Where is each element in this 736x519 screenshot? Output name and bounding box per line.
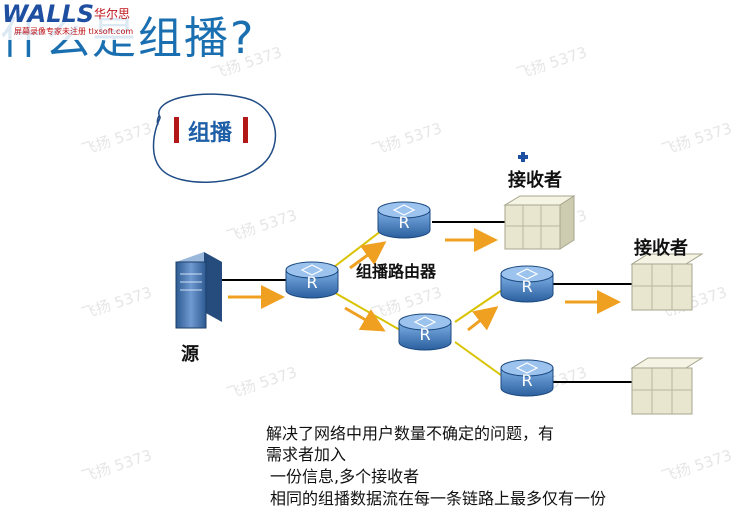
link-router-mr — [329, 227, 386, 271]
logo-sub-cn: 华尔思 — [94, 6, 130, 21]
description-line: 一份信息,多个接收者 — [270, 467, 420, 486]
flow-arrow — [467, 306, 499, 332]
receiver-top-label: 接收者 — [508, 170, 562, 191]
router-multicast: R — [377, 201, 431, 239]
router-middle: R — [398, 313, 452, 351]
receiver-top — [503, 195, 576, 250]
logo-sub-line: 屏幕录像专家未注册 tlxsoft.com — [14, 26, 133, 36]
callout-bar-left — [174, 117, 179, 143]
router-letter: R — [419, 325, 430, 344]
flow-arrow — [344, 306, 386, 332]
router-letter: R — [521, 277, 532, 296]
callout-bar-right — [243, 117, 248, 143]
flow-arrow — [349, 241, 387, 270]
link-router-r3 — [329, 289, 401, 331]
router-right-top: R — [500, 265, 554, 303]
link-r3-r5 — [454, 341, 506, 379]
plus-icon — [518, 152, 528, 162]
description-line: 相同的组播数据流在每一条链路上最多仅有一份 — [270, 489, 607, 508]
callout-ellipse — [152, 93, 277, 183]
router-letter: R — [306, 273, 317, 292]
router-letter: R — [398, 213, 409, 232]
receiver-bottom — [630, 357, 704, 415]
link-r3-r4 — [454, 287, 506, 323]
receiver-right-label: 接收者 — [634, 238, 688, 259]
router-right-bottom: R — [500, 359, 554, 397]
source-label: 源 — [181, 344, 199, 365]
multicast-router-label: 组播路由器 — [356, 262, 437, 281]
router-source: R — [285, 261, 339, 299]
callout-label: 组播 — [188, 121, 233, 146]
router-letter: R — [521, 371, 532, 390]
receiver-right — [630, 253, 704, 311]
description-line: 解决了网络中用户数量不确定的问题，有 — [266, 424, 555, 443]
logo-graphic: WALLS 华尔思 屏幕录像专家未注册 tlxsoft.com — [0, 0, 134, 40]
logo: WALLS 华尔思 屏幕录像专家未注册 tlxsoft.com — [0, 0, 134, 40]
logo-text: WALLS — [2, 0, 94, 28]
description-line: 需求者加入 — [266, 445, 347, 464]
source-server — [175, 252, 222, 329]
